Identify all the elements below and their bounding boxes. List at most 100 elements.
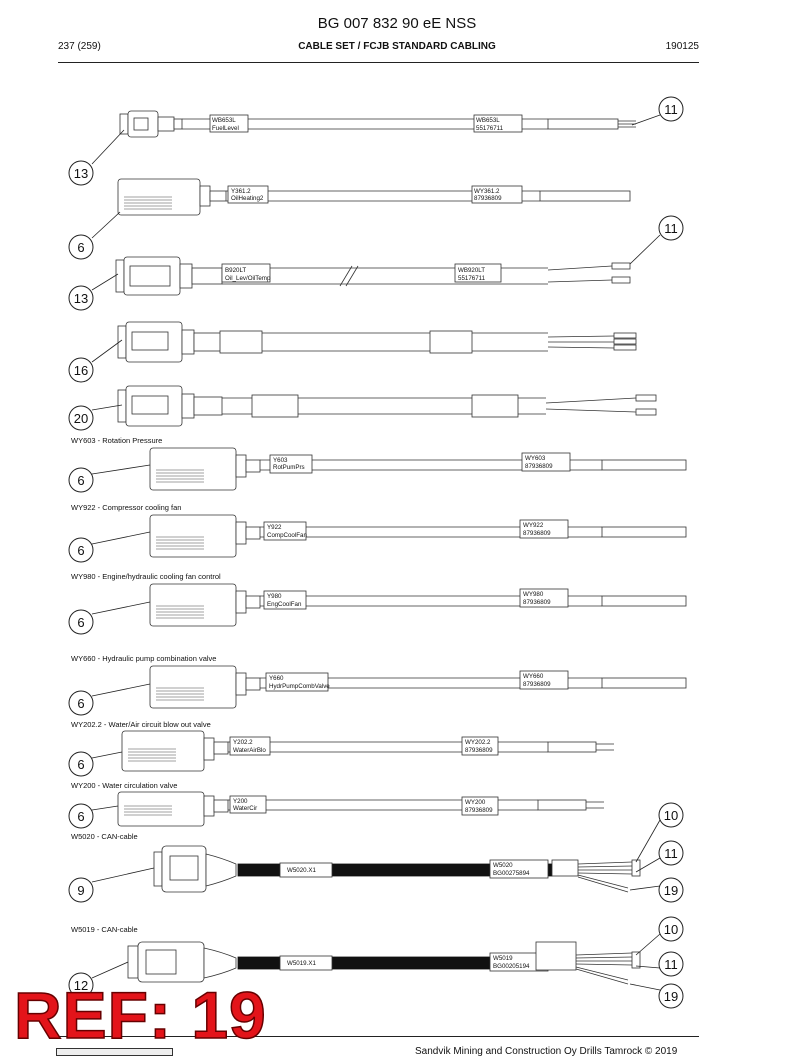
document-title: BG 007 832 90 eE NSS [317,15,477,32]
callout-number: 19 [664,989,678,1004]
callout-number: 13 [74,291,88,306]
tag-label: BG00205194 [493,963,530,970]
tag-label: BG00275894 [493,870,530,877]
tag-label: B920LT [225,267,246,274]
footer-rule [58,1036,699,1037]
section-label-wy922: WY922 - Compressor cooling fan [71,503,182,512]
tag-label: WY200 [465,799,486,806]
tag-label: WB653L [476,117,500,124]
footer-copyright: Sandvik Mining and Construction Oy Drill… [415,1046,678,1057]
tag-label: HydrPumpCombValve [269,683,330,690]
section-label-wy2022: WY202.2 - Water/Air circuit blow out val… [71,720,211,729]
section-label-wy200: WY200 - Water circulation valve [71,781,178,790]
callout-circle [68,285,94,311]
callout-number: 6 [77,696,84,711]
callout-number: 6 [77,543,84,558]
tag-label: 87936809 [525,463,553,470]
tag-label: 87936809 [523,681,551,688]
cable-wy2022 [121,730,614,772]
tag-label: W5019 [493,955,513,962]
cable-wy603 [149,447,687,491]
callout-circle [68,751,94,777]
tag-label: WY660 [523,673,544,680]
cable-wy922 [149,514,687,558]
tag-label: Y980 [267,593,282,600]
callout-number: 11 [664,102,678,117]
tag-label: WaterAirBlo [233,747,266,754]
document-date: 190125 [665,41,699,52]
cable-wb653l [119,110,636,138]
tag-label: Y660 [269,675,284,682]
tag-label: EngCoolFan [267,601,302,608]
tag-label: WB920LT [458,267,485,274]
callout-number: 6 [77,809,84,824]
cable-w5019 [127,941,641,985]
section-label-wy603: WY603 - Rotation Pressure [71,436,163,445]
page-number: 237 (259) [58,41,101,52]
tag-label: WY980 [523,591,544,598]
tag-label: W5020.X1 [287,867,316,874]
cable-wb920lt [115,256,631,296]
reference-watermark: REF: 19 [13,978,267,1052]
callout-numbers: 11 13 6 11 13 16 20 6 6 6 6 6 6 10 11 9 … [74,102,678,1004]
callout-circle [68,357,94,383]
section-title: CABLE SET / FCJB STANDARD CABLING [298,41,496,52]
section-label-w5020: W5020 - CAN-cable [71,832,138,841]
tag-label: 87936809 [474,195,502,202]
tag-label: Y202.2 [233,739,253,746]
callout-number: 19 [664,883,678,898]
tag-label: CompCoolFan [267,532,307,539]
callout-circle [68,609,94,635]
callout-circle [658,802,684,828]
tag-label: W5019.X1 [287,960,316,967]
tag-label: Y603 [273,457,288,464]
callout-number: 6 [77,757,84,772]
tag-label: WB653L [212,117,236,124]
callout-circle [68,405,94,431]
callout-circle [658,916,684,942]
tag-label: WY922 [523,522,544,529]
callout-circle [68,877,94,903]
callout-number: 11 [664,846,678,861]
callout-circle [68,537,94,563]
callout-circle [658,840,684,866]
callout-number: 6 [77,615,84,630]
callout-number: 11 [664,957,678,972]
tag-label: 55176711 [476,125,504,132]
callout-circle [658,877,684,903]
tag-label: RotPumPrs [273,464,305,471]
section-label-wy980: WY980 - Engine/hydraulic cooling fan con… [71,572,221,581]
callout-circle [658,215,684,241]
tag-label: Y922 [267,524,282,531]
tag-label: WaterCir [233,805,257,812]
header-rule [58,62,699,63]
callout-circle [658,96,684,122]
callout-circle [68,803,94,829]
callouts [68,96,684,1009]
cable-wy200 [117,791,604,827]
callout-number: 20 [74,411,88,426]
callout-circle [68,467,94,493]
tag-label: 55176711 [458,275,486,282]
callout-number: 16 [74,363,88,378]
tag-label: 87936809 [465,747,493,754]
tag-label: Y361.2 [231,188,251,195]
cable-wy980 [149,583,687,627]
section-label-w5019: W5019 - CAN-cable [71,925,138,934]
tag-label: 87936809 [465,807,493,814]
callout-circle [658,983,684,1009]
tag-label: WY361.2 [474,188,500,195]
callout-number: 12 [74,978,88,993]
leader-lines [91,114,661,991]
callout-number: 6 [77,240,84,255]
cable-connector-16 [117,321,637,363]
callout-circle [658,951,684,977]
callout-number: 11 [664,221,678,236]
cable-wy361 [117,178,631,216]
tag-label: WY603 [525,455,546,462]
tag-label: 87936809 [523,530,551,537]
cable-w5020 [153,845,641,893]
tag-label: OilHeating2 [231,195,264,202]
tag-label: W5020 [493,862,513,869]
